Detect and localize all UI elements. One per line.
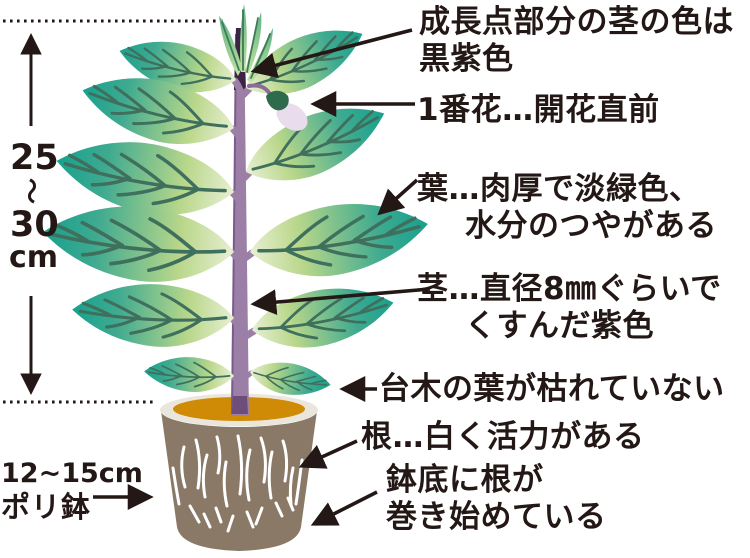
- pointer-arrows: [93, 28, 431, 526]
- height-unit: cm: [9, 240, 59, 275]
- stem-base: [232, 396, 248, 414]
- arrow-leaf: [377, 178, 419, 216]
- height-tilde: 〜: [15, 177, 46, 205]
- leaf-right-3: [243, 191, 435, 289]
- annotation-stem: 茎…直径8㎜ぐらいで くすんだ紫色: [417, 271, 722, 344]
- arrow-growing-point: [250, 28, 413, 78]
- arrow-pot-bottom: [310, 490, 378, 526]
- annotation-first-flower: 1番花…開花直前: [417, 92, 660, 128]
- petioles: [229, 77, 258, 389]
- height-value-top: 25: [10, 138, 59, 178]
- leaf-left-4: [37, 196, 240, 291]
- pot-type: ポリ鉢: [1, 490, 92, 524]
- annotation-roots: 根…白く活力がある: [361, 419, 645, 455]
- root-lines: [171, 434, 304, 533]
- annotation-pot-bottom: 鉢底に根が 巻き始めている: [386, 462, 607, 535]
- leaf-right-4: [245, 276, 401, 359]
- pot: [160, 393, 318, 551]
- leaf-left-5: [69, 279, 237, 351]
- rootstock-leaf-left: [142, 354, 236, 395]
- flower-bud: [247, 83, 308, 131]
- annotation-growing-point: 成長点部分の茎の色は 黒紫色: [419, 4, 734, 77]
- arrow-roots: [298, 439, 358, 469]
- annotation-rootstock: 台木の葉が枯れていない: [379, 371, 725, 407]
- annotation-leaf: 葉…肉厚で淡緑色、 水分のつやがある: [417, 171, 717, 244]
- height-value-bottom: 30: [10, 205, 59, 245]
- pot-size-value: 12~15cm: [1, 458, 143, 489]
- arrow-stem: [250, 287, 431, 316]
